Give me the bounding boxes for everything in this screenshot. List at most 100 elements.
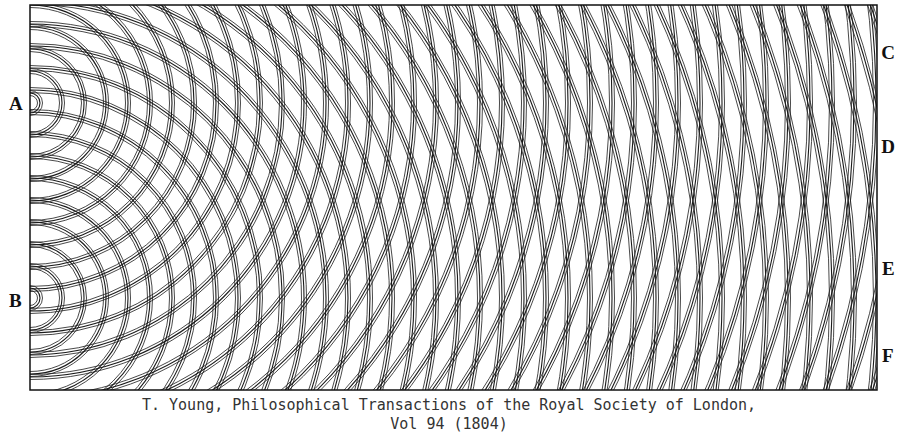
wave-front [30,222,106,374]
wave-front [30,5,549,390]
wave-front [30,5,764,390]
wave-front [30,5,458,390]
wave-front [30,5,524,390]
wave-front [30,5,456,390]
wave-front [30,5,857,390]
wave-front [30,5,480,390]
wave-front [30,5,808,390]
wave-front [30,71,62,135]
wave-front [30,5,571,390]
wave-front [30,5,854,390]
wave-front [30,5,876,390]
wave-front [30,5,678,390]
wave-front [30,5,612,390]
wave-front [30,264,65,333]
wave-front [30,5,637,390]
wave-front [30,5,260,333]
wave-front [30,5,370,390]
wave-front [30,5,524,390]
wave-front [30,134,194,390]
wave-front [30,5,568,390]
wave-front [30,49,280,391]
point-label: D [880,137,896,156]
wave-front [30,5,346,390]
wave-front [30,5,568,390]
wave-front [30,225,104,372]
wave-front [30,5,610,390]
wave-front [30,5,808,390]
wave-front [30,5,698,390]
wave-front [30,5,877,390]
wave-front [30,5,590,390]
wave-front [30,5,877,390]
wave-front [30,5,681,390]
wave-front [30,47,87,160]
wave-front [30,5,566,390]
wave-front [30,266,62,330]
wave-front [30,88,241,391]
wave-front [30,112,216,390]
wave-front [30,5,830,390]
wave-front [30,5,172,245]
wave-front [30,5,634,390]
wave-front [30,203,126,391]
wave-front [30,200,128,390]
wave-front [30,5,700,390]
wave-front [30,5,395,390]
wave-front [30,5,434,390]
wave-front [30,5,637,390]
wave-front [30,5,700,390]
wave-front [30,5,500,390]
wave-front [30,5,877,390]
wave-front [30,5,527,390]
wave-front [30,5,505,390]
wave-front [30,5,238,311]
wave-front [30,5,703,390]
wave-front [30,5,722,390]
wave-front [30,5,500,390]
wave-front [30,5,877,390]
wave-front [30,5,744,390]
wave-front [30,5,390,390]
wave-front [30,5,835,390]
wave-front [30,5,877,390]
figure-frame [30,5,877,390]
wave-front [30,5,351,390]
wave-front [30,5,876,390]
wave-front [30,5,698,390]
wave-front [30,5,852,390]
wave-front [30,5,593,390]
wave-front [30,5,544,390]
point-label: E [881,259,896,278]
wave-front [30,5,368,390]
wave-front [30,5,786,390]
wave-front [30,5,877,390]
wave-front [30,93,236,391]
point-label: F [881,346,895,365]
wave-front [30,5,368,390]
wave-front [30,220,109,377]
wave-front [30,181,148,391]
wave-front [30,5,461,390]
wave-front [30,5,590,390]
wave-front [30,5,502,390]
wave-front [30,5,326,390]
wave-front [30,96,38,111]
wave-front [30,5,329,390]
wave-front [30,132,197,391]
wave-front [30,5,634,390]
wave-front [30,5,788,390]
wave-front [30,5,877,390]
wave-front [30,291,38,306]
wave-front [30,5,549,390]
wave-front [30,5,546,390]
wave-front [30,5,769,390]
wave-front [30,5,502,390]
wave-front [30,5,329,390]
wave-fronts [30,5,877,390]
wave-front [30,69,65,138]
wave-front [30,176,153,391]
wave-front [30,5,791,390]
wave-front [30,5,877,390]
